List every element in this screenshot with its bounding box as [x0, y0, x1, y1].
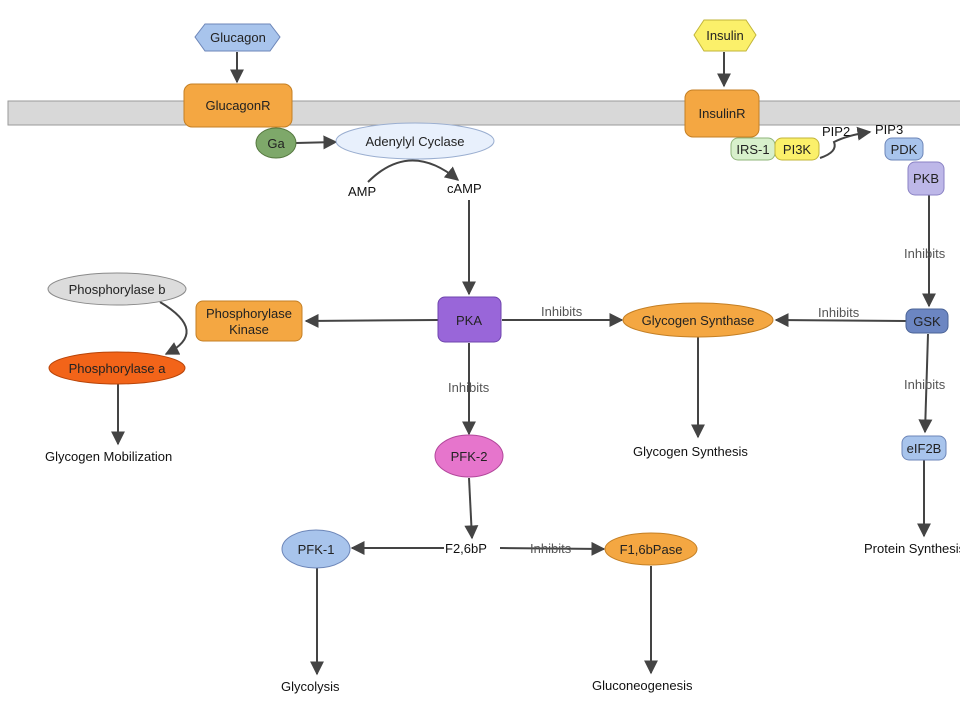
adenylyl-cyclase-shape: [335, 122, 495, 160]
pi3k-shape: [774, 137, 820, 161]
phosphorylase-a-label: Phosphorylase a: [69, 361, 167, 376]
edge-pip2-to-pip3: [819, 126, 872, 159]
node-pdk[interactable]: PDK: [884, 137, 924, 161]
edge-label-pka-inhibits-glycogen-synthase: Inhibits: [541, 304, 583, 319]
node-adenylyl-cyclase[interactable]: Adenylyl Cyclase: [335, 122, 495, 160]
glucagonr-shape: [183, 83, 293, 128]
label-amp: AMP: [348, 184, 376, 199]
pfk1-label: PFK-1: [298, 542, 335, 557]
node-insulin[interactable]: Insulin: [693, 19, 757, 52]
pdk-shape: [884, 137, 924, 161]
ga-label: Ga: [267, 136, 285, 151]
edge-amp-to-camp: [367, 159, 460, 183]
pi3k-label: PI3K: [783, 142, 812, 157]
phosphorylase-kinase-shape: [195, 300, 303, 342]
node-phosphorylase-b[interactable]: Phosphorylase b: [47, 272, 187, 306]
node-phosphorylase-kinase[interactable]: Phosphorylase Kinase: [195, 300, 303, 342]
edge-pfk2-to-f26bp: [464, 477, 479, 540]
node-ga[interactable]: Ga: [255, 127, 297, 159]
label-protein-synthesis: Protein Synthesis: [864, 541, 960, 556]
node-glycogen-synthase[interactable]: Glycogen Synthase: [622, 302, 774, 338]
phosphorylase-kinase-label-line2: Kinase: [229, 322, 269, 337]
node-gsk[interactable]: GSK: [905, 308, 949, 334]
glycogen-synthase-shape: [622, 302, 774, 338]
pfk2-label: PFK-2: [451, 449, 488, 464]
phosphorylase-b-label: Phosphorylase b: [69, 282, 166, 297]
node-irs1[interactable]: IRS-1: [730, 137, 776, 161]
label-glycogen-synthesis: Glycogen Synthesis: [633, 444, 748, 459]
irs1-label: IRS-1: [736, 142, 769, 157]
pfk2-shape: [434, 434, 504, 478]
node-pfk2[interactable]: PFK-2: [434, 434, 504, 478]
pkb-label: PKB: [913, 171, 939, 186]
label-gluconeogenesis: Gluconeogenesis: [592, 678, 693, 693]
edge-label-pka-inhibits-pfk2: Inhibits: [448, 380, 490, 395]
label-pip3: PIP3: [875, 122, 903, 137]
edges: [111, 52, 936, 676]
node-pi3k[interactable]: PI3K: [774, 137, 820, 161]
edge-label-gsk-inhibits-glycogen-synthase: Inhibits: [818, 305, 860, 320]
insulin-shape: [693, 19, 757, 52]
label-glycogen-mobilization: Glycogen Mobilization: [45, 449, 172, 464]
adenylyl-cyclase-label: Adenylyl Cyclase: [366, 134, 465, 149]
cell-membrane: [7, 100, 960, 126]
glycogen-synthase-label: Glycogen Synthase: [642, 313, 755, 328]
insulin-label: Insulin: [706, 28, 744, 43]
phosphorylase-b-shape: [47, 272, 187, 306]
glucagon-label: Glucagon: [210, 30, 266, 45]
glucagonr-label: GlucagonR: [205, 98, 270, 113]
pkb-shape: [907, 161, 945, 196]
label-pip2: PIP2: [822, 124, 850, 139]
pka-shape: [437, 296, 502, 343]
pka-label: PKA: [456, 313, 482, 328]
f16bpase-shape: [604, 532, 698, 566]
node-pfk1[interactable]: PFK-1: [281, 529, 351, 569]
edge-labels: Inhibits Inhibits Inhibits Inhibits Inhi…: [448, 246, 946, 556]
text-labels: AMP cAMP PIP2 PIP3 F2,6bP Glycogen Mobil…: [45, 122, 960, 694]
edge-label-gsk-inhibits-eif2b: Inhibits: [904, 377, 946, 392]
edge-pka-to-phosphorylase-kinase: [304, 313, 439, 328]
nodes: Glucagon GlucagonR Ga Adenylyl Cyclase I…: [47, 19, 949, 569]
node-glucagon[interactable]: Glucagon: [194, 23, 281, 52]
edge-f26bp-to-f16bpase: [499, 541, 606, 556]
edge-phosphorylase-b-to-a: [159, 301, 188, 355]
node-pkb[interactable]: PKB: [907, 161, 945, 196]
node-glucagonr[interactable]: GlucagonR: [183, 83, 293, 128]
pfk1-shape: [281, 529, 351, 569]
phosphorylase-kinase-label-line1: Phosphorylase: [206, 306, 292, 321]
node-f16bpase[interactable]: F1,6bPase: [604, 532, 698, 566]
node-insulinr[interactable]: InsulinR: [684, 89, 760, 138]
eif2b-label: eIF2B: [907, 441, 942, 456]
glucagon-shape: [194, 23, 281, 52]
edge-label-pkb-inhibits-gsk: Inhibits: [904, 246, 946, 261]
edge-gsk-to-eif2b: [918, 333, 933, 434]
node-pka[interactable]: PKA: [437, 296, 502, 343]
phosphorylase-a-shape: [48, 351, 186, 385]
label-f26bp: F2,6bP: [445, 541, 487, 556]
edge-ga-to-adenylyl-cyclase: [295, 135, 338, 150]
label-camp: cAMP: [447, 181, 482, 196]
insulinr-label: InsulinR: [699, 106, 746, 121]
gsk-label: GSK: [913, 314, 941, 329]
ga-shape: [255, 127, 297, 159]
eif2b-shape: [901, 435, 947, 461]
node-phosphorylase-a[interactable]: Phosphorylase a: [48, 351, 186, 385]
insulinr-shape: [684, 89, 760, 138]
edge-label-f26bp-inhibits-f16bpase: Inhibits: [530, 541, 572, 556]
edge-gsk-to-glycogen-synthase: [774, 313, 907, 328]
pdk-label: PDK: [891, 142, 918, 157]
node-eif2b[interactable]: eIF2B: [901, 435, 947, 461]
gsk-shape: [905, 308, 949, 334]
f16bpase-label: F1,6bPase: [620, 542, 683, 557]
label-glycolysis: Glycolysis: [281, 679, 340, 694]
